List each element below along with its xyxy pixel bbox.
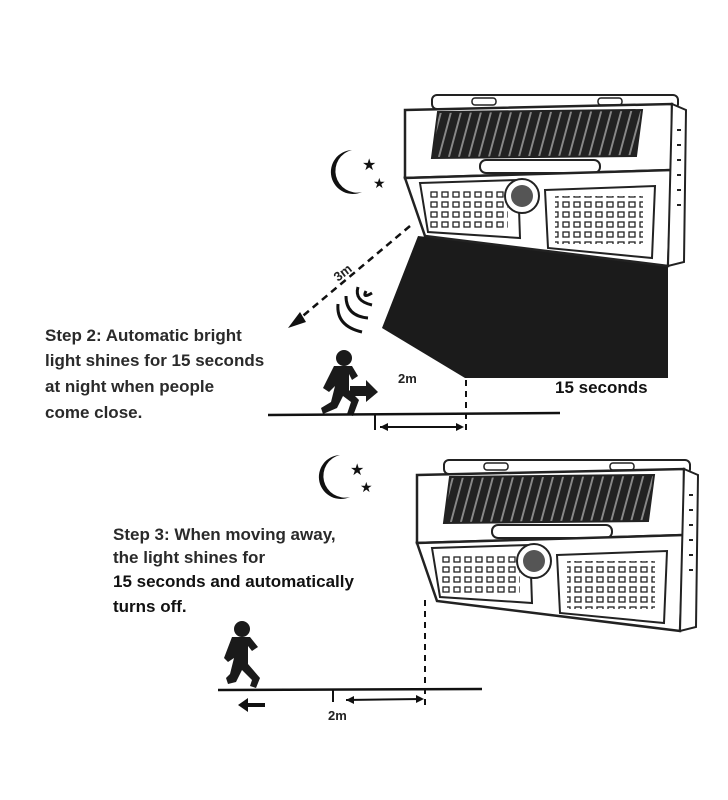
ground-distance-label: 2m bbox=[328, 708, 347, 723]
step2-line: Step 2: Automatic bright bbox=[45, 326, 242, 345]
step3-line: the light shines for bbox=[113, 548, 265, 567]
person-leaving-icon bbox=[224, 621, 260, 688]
step3-line: 15 seconds and automatically bbox=[113, 572, 354, 591]
step3-scene: ★ ★ Step 3: When moving away, the light … bbox=[113, 455, 700, 723]
ground-line bbox=[267, 411, 561, 417]
step3-description: Step 3: When moving away, the light shin… bbox=[113, 525, 354, 616]
ground-distance-label: 2m bbox=[398, 371, 417, 386]
step2-line: come close. bbox=[45, 403, 142, 422]
light-beam bbox=[382, 236, 668, 378]
svg-text:★: ★ bbox=[373, 177, 386, 192]
motion-waves-icon bbox=[336, 286, 373, 334]
step2-description: Step 2: Automatic bright light shines fo… bbox=[45, 326, 264, 422]
step2-line: light shines for 15 seconds bbox=[45, 351, 264, 370]
svg-text:★: ★ bbox=[362, 157, 376, 174]
ground-line bbox=[217, 687, 483, 692]
range-label-3m: 3m bbox=[331, 261, 355, 284]
svg-text:★: ★ bbox=[350, 462, 364, 479]
solar-lamp-off bbox=[415, 458, 700, 633]
duration-label: 15 seconds bbox=[555, 378, 648, 397]
svg-text:★: ★ bbox=[360, 481, 373, 496]
step2-scene: ★ ★ 3m 2m 15 seconds Step 2: Automatic b… bbox=[45, 93, 688, 432]
person-approaching-icon bbox=[321, 350, 378, 416]
moon-stars-icon: ★ ★ bbox=[318, 455, 373, 499]
leaving-arrow-icon bbox=[238, 698, 265, 712]
detection-range-arrow bbox=[297, 225, 411, 321]
step2-line: at night when people bbox=[45, 377, 214, 396]
step3-line: Step 3: When moving away, bbox=[113, 525, 336, 544]
step3-line: turns off. bbox=[113, 597, 187, 616]
moon-stars-icon: ★ ★ bbox=[330, 150, 386, 194]
